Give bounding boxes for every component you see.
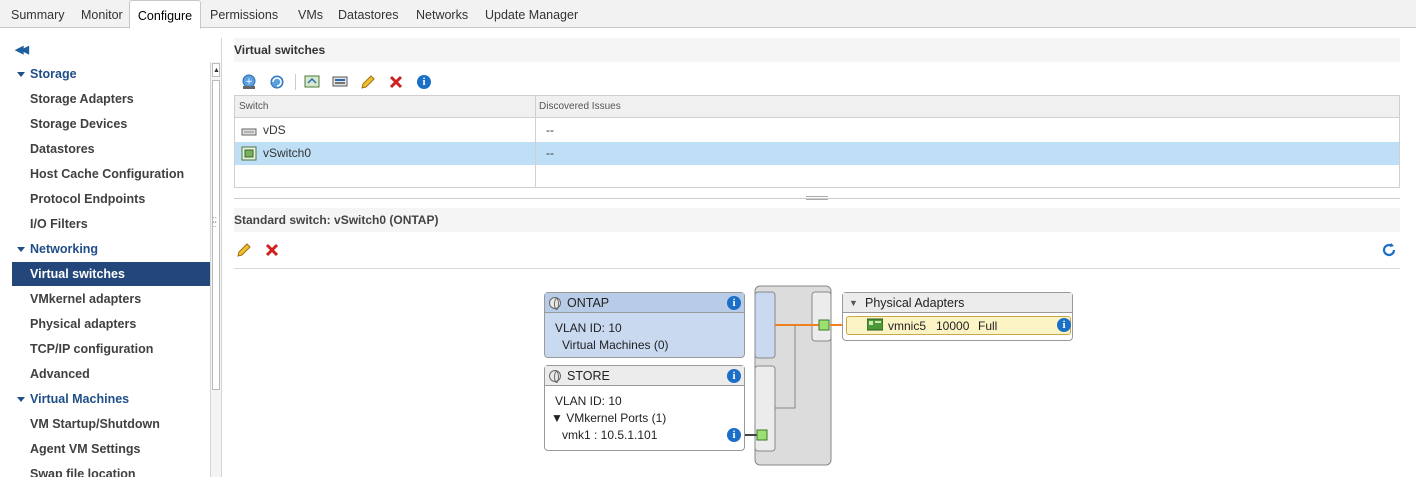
column-divider [535, 96, 536, 187]
nav-item-agent-vm-settings[interactable]: Agent VM Settings [30, 442, 141, 456]
settings-navigation: ◀◀ ▲ Storage Storage Adapters Storage De… [12, 38, 222, 477]
nav-item-swap-file-location[interactable]: Swap file location [30, 467, 136, 477]
tab-networks[interactable]: Networks [416, 8, 469, 22]
virtual-machines-count: Virtual Machines (0) [562, 338, 669, 352]
delete-x-icon[interactable] [387, 73, 405, 91]
collapse-triangle-icon: ▼ [849, 298, 858, 308]
distributed-switch-icon [241, 123, 257, 137]
edit-pencil-icon[interactable] [359, 73, 377, 91]
nav-item-vmkernel-adapters[interactable]: VMkernel adapters [30, 292, 142, 306]
portgroup-store[interactable]: STORE i VLAN ID: 10 ▼ VMkernel Ports (1)… [544, 365, 745, 451]
vmk-port-icon [756, 429, 768, 441]
portgroup-globe-icon [549, 370, 561, 383]
nav-item-io-filters[interactable]: I/O Filters [30, 217, 88, 231]
portgroup-title: ONTAP [545, 293, 744, 313]
expand-triangle-icon [17, 397, 25, 402]
store-connector-line [775, 325, 796, 409]
scroll-thumb[interactable] [212, 80, 220, 390]
nav-splitter-handle[interactable]: :::: [212, 214, 218, 229]
column-header-switch[interactable]: Switch [239, 101, 269, 112]
splitter-grip[interactable] [806, 196, 828, 200]
refresh-network-icon[interactable] [268, 73, 286, 91]
portgroup-tab-ontap [754, 291, 776, 359]
expand-triangle-icon [17, 72, 25, 77]
nav-group-virtual-machines[interactable]: Virtual Machines [12, 387, 210, 411]
manage-physical-adapters-icon[interactable] [331, 73, 349, 91]
toolbar-separator [295, 74, 296, 90]
nav-item-advanced[interactable]: Advanced [30, 367, 90, 381]
vlan-id-label: VLAN ID: 10 [555, 394, 622, 408]
tab-configure[interactable]: Configure [129, 0, 201, 29]
double-chevron-left-icon[interactable]: ◀◀ [15, 44, 29, 56]
info-icon[interactable]: i [1057, 318, 1071, 332]
portgroup-globe-icon [549, 297, 561, 310]
uplink-port-icon [818, 319, 830, 331]
nic-duplex: Full [978, 319, 998, 333]
nav-item-storage-devices[interactable]: Storage Devices [30, 117, 128, 131]
object-tab-bar: Summary Monitor Configure Permissions VM… [0, 0, 1416, 29]
network-card-icon [866, 318, 884, 331]
nav-item-physical-adapters[interactable]: Physical adapters [30, 317, 137, 331]
nav-scrollbar[interactable]: ▲ [210, 62, 221, 477]
vmkernel-ports-toggle[interactable]: ▼ VMkernel Ports (1) [551, 411, 667, 425]
tab-monitor[interactable]: Monitor [81, 8, 123, 22]
standard-switch-icon [241, 146, 257, 161]
physical-adapters-box: ▼ Physical Adapters vmnic5 10000 Full i [842, 292, 1073, 341]
nic-row-vmnic5[interactable]: vmnic5 10000 Full i [846, 316, 1071, 335]
add-networking-icon[interactable]: + [240, 73, 258, 91]
table-header: Switch Discovered Issues [235, 96, 1399, 118]
nic-speed: 10000 [936, 319, 970, 333]
divider [234, 268, 1400, 269]
nav-item-vm-startup-shutdown[interactable]: VM Startup/Shutdown [30, 417, 160, 431]
nav-group-networking[interactable]: Networking [12, 237, 210, 261]
info-icon[interactable]: i [727, 428, 741, 442]
nav-item-tcpip-configuration[interactable]: TCP/IP configuration [30, 342, 154, 356]
tab-summary[interactable]: Summary [11, 8, 65, 22]
standard-switch-header: Standard switch: vSwitch0 (ONTAP) [234, 208, 1400, 232]
portgroup-title: STORE [545, 366, 744, 386]
tab-permissions[interactable]: Permissions [210, 8, 279, 22]
info-icon[interactable]: i [415, 73, 433, 91]
info-icon[interactable]: i [727, 296, 741, 310]
nav-item-protocol-endpoints[interactable]: Protocol Endpoints [30, 192, 146, 206]
switch-name: vDS [263, 123, 286, 137]
tab-vms[interactable]: VMs [298, 8, 323, 22]
column-header-discovered-issues[interactable]: Discovered Issues [539, 101, 621, 112]
virtual-switches-table: Switch Discovered Issues vDS -- vSwitch0… [234, 95, 1400, 188]
vmkernel-port-entry[interactable]: vmk1 : 10.5.1.101 [562, 428, 658, 442]
migrate-adapter-icon[interactable] [303, 73, 321, 91]
nav-item-host-cache[interactable]: Host Cache Configuration [30, 167, 185, 181]
physical-adapters-title[interactable]: ▼ Physical Adapters [843, 293, 1072, 313]
remove-switch-x-icon[interactable] [263, 241, 281, 259]
nav-group-storage[interactable]: Storage [12, 62, 210, 86]
nic-name: vmnic5 [888, 319, 927, 333]
portgroup-ontap[interactable]: ONTAP i VLAN ID: 10 Virtual Machines (0) [544, 292, 745, 358]
virtual-switches-header: Virtual switches [234, 38, 1400, 62]
tab-update-manager[interactable]: Update Manager [485, 8, 579, 22]
edit-switch-pencil-icon[interactable] [235, 241, 253, 259]
expand-triangle-icon [17, 247, 25, 252]
discovered-issues-value: -- [546, 146, 554, 160]
scroll-up-icon[interactable]: ▲ [212, 63, 220, 77]
switch-name: vSwitch0 [263, 146, 312, 160]
uplink-tab [811, 291, 832, 342]
nav-item-datastores[interactable]: Datastores [30, 142, 95, 156]
main-content: Virtual switches + i Switch Discovered I… [234, 38, 1400, 477]
tab-datastores[interactable]: Datastores [338, 8, 399, 22]
nav-item-storage-adapters[interactable]: Storage Adapters [30, 92, 134, 106]
refresh-icon[interactable] [1380, 241, 1398, 259]
table-row[interactable]: vDS -- [235, 119, 1399, 142]
info-icon[interactable]: i [727, 369, 741, 383]
table-row[interactable]: vSwitch0 -- [235, 142, 1399, 165]
pane-splitter[interactable] [234, 196, 1400, 202]
svg-text:+: + [245, 77, 253, 87]
nav-item-virtual-switches[interactable]: Virtual switches [12, 262, 210, 286]
vlan-id-label: VLAN ID: 10 [555, 321, 622, 335]
discovered-issues-value: -- [546, 123, 554, 137]
